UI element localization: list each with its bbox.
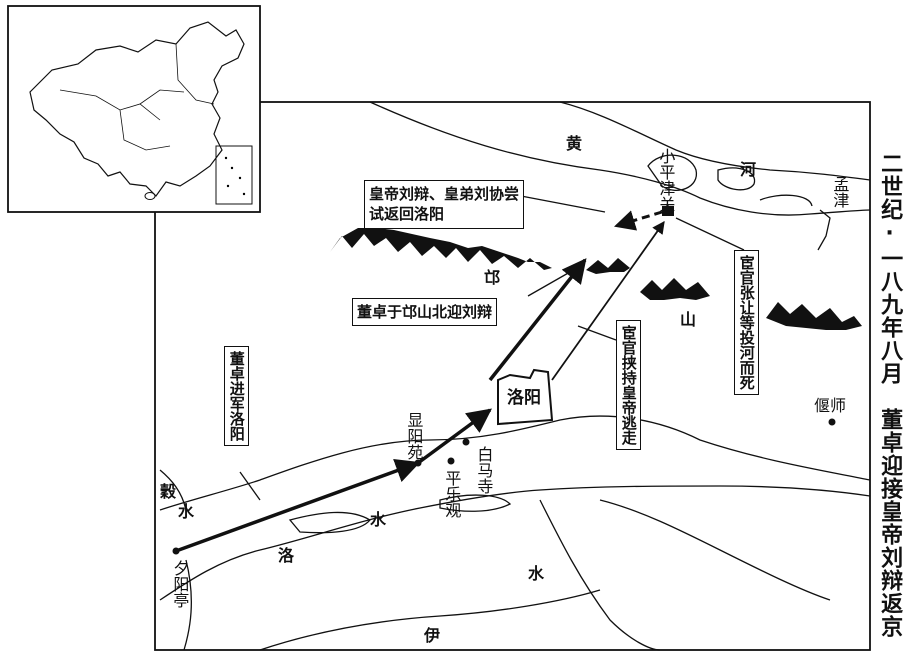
mang-mountain-label: 邙 [484,268,501,287]
gu-river-label: 穀 [160,482,177,501]
shan-mountain-label: 山 [680,310,697,329]
xianyangyuan-label: 显阳苑 [404,412,424,460]
mengjin-label: 孟津 [830,176,850,208]
yellow-river-label-huang: 黄 [566,134,583,153]
eunuch-route [551,220,665,381]
luo-river-label: 洛 [278,546,295,565]
dong-zhuo-route-3 [488,258,587,382]
routes [175,210,665,553]
xiyangting-dot [172,547,180,555]
callout-eunuch-river: 宦官张让等投河而死 [734,250,759,395]
map-frame [154,101,871,651]
yellow-river [369,101,871,251]
yellow-river-label-he: 河 [740,160,757,179]
baimasi-dot [462,438,470,446]
yanshi-dot [828,418,836,426]
yi-river-shui-label: 水 [528,564,545,583]
callout-meet-north: 董卓于邙山北迎刘辩 [352,298,498,327]
baimasi-label: 白马寺 [474,446,494,494]
callout-return-attempt: 皇帝刘辩、皇弟刘协尝试返回洛阳 [364,180,524,229]
callout-dong-advance: 董卓进军洛阳 [224,346,249,446]
luo-river [159,415,871,651]
dong-zhuo-route-2 [416,408,492,465]
yi-river-label: 伊 [424,626,441,645]
map-title: 二世纪·一八九年八月 董卓迎接皇帝刘辩返京 [877,152,903,638]
inset-china-map [7,5,261,213]
luoyang-city-outline [497,368,554,426]
return-route [613,210,663,231]
luoyang-label: 洛阳 [507,388,541,408]
xiaopingjin-marker [662,206,674,216]
pingleguan-label: 平乐观 [442,470,462,518]
xiyangting-label: 夕阳亭 [170,560,190,608]
mang-mountains [330,228,862,330]
yanshi-label: 偃师 [814,396,847,415]
gu-river-shui-label: 水 [178,502,195,521]
dong-zhuo-route-1 [175,459,421,553]
leader-lines [239,195,745,501]
luo-river-shui-label: 水 [370,510,387,529]
xianyangyuan-dot [414,459,422,467]
place-dots [172,418,836,555]
xiaopingjin-label: 小平津关 [656,148,676,212]
callout-eunuch-escape: 宦官挟持皇帝逃走 [616,320,641,450]
pingleguan-dot [447,457,455,465]
